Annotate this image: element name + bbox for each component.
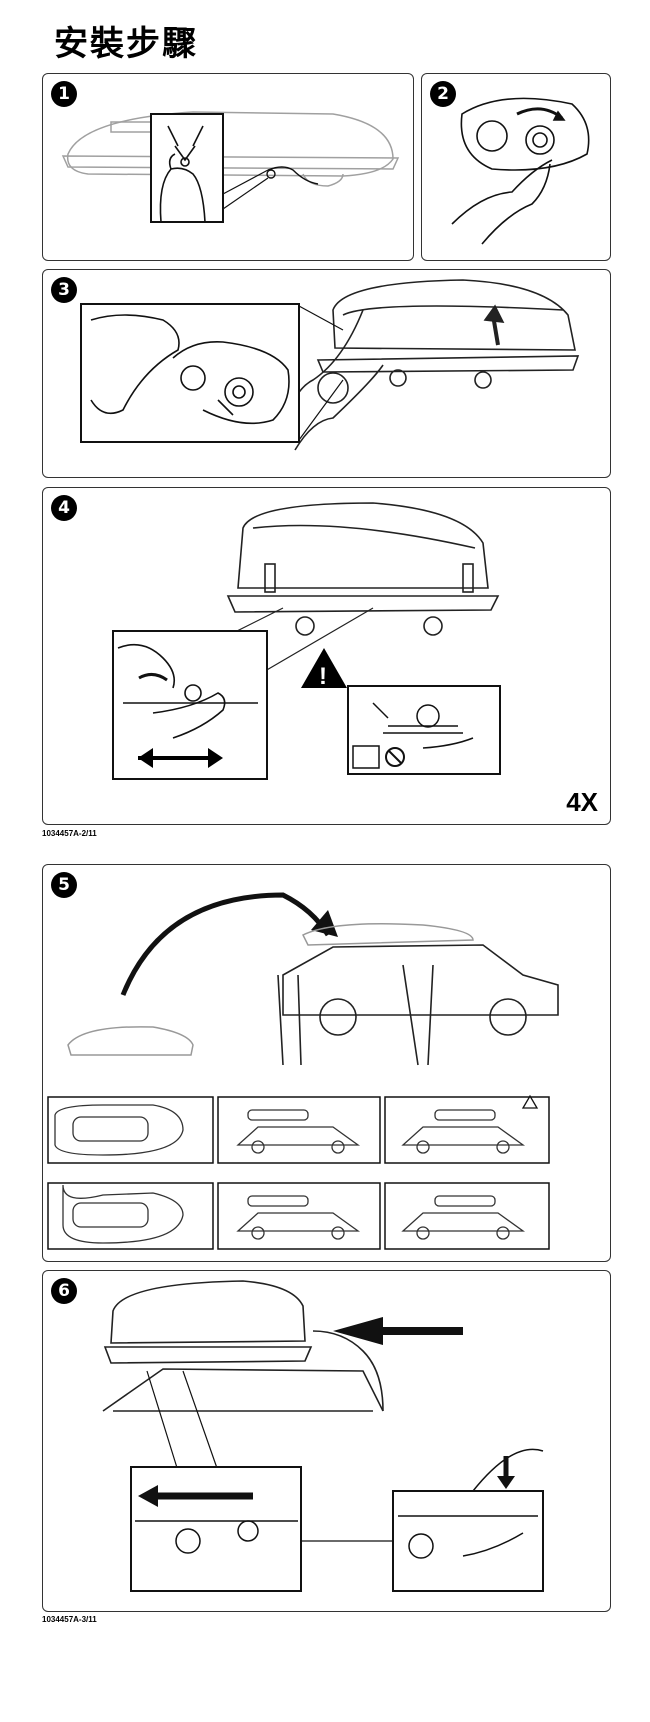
step-2-panel: 2 bbox=[421, 73, 611, 261]
slide-box-icon bbox=[102, 1280, 544, 1592]
mounting-clamp-icon: ! bbox=[112, 502, 501, 780]
roof-box-lock-key-icon bbox=[61, 111, 400, 223]
step-3-number: 3 bbox=[51, 277, 77, 303]
lift-onto-car-icon bbox=[47, 892, 559, 1250]
step-5-number: 5 bbox=[51, 872, 77, 898]
repeat-count: 4X bbox=[566, 787, 598, 817]
step-1-number: 1 bbox=[51, 81, 77, 107]
step-2-number: 2 bbox=[430, 81, 456, 107]
step-3-panel: 3 bbox=[42, 269, 611, 478]
page-title: 安裝步驟 bbox=[54, 24, 198, 64]
step-6-number: 6 bbox=[51, 1278, 77, 1304]
doc-code-2: 1034457A-3/11 bbox=[42, 1615, 97, 1624]
step-5-panel: 5 bbox=[42, 864, 611, 1262]
key-turn-icon bbox=[451, 97, 590, 245]
doc-code-1: 1034457A-2/11 bbox=[42, 829, 97, 838]
step-1-panel: 1 bbox=[42, 73, 414, 261]
svg-text:!: ! bbox=[319, 663, 327, 690]
step-6-panel: 6 bbox=[42, 1270, 611, 1612]
step-4-number: 4 bbox=[51, 495, 77, 521]
step-4-panel: 4 ! bbox=[42, 487, 611, 825]
open-lid-icon bbox=[80, 279, 580, 451]
